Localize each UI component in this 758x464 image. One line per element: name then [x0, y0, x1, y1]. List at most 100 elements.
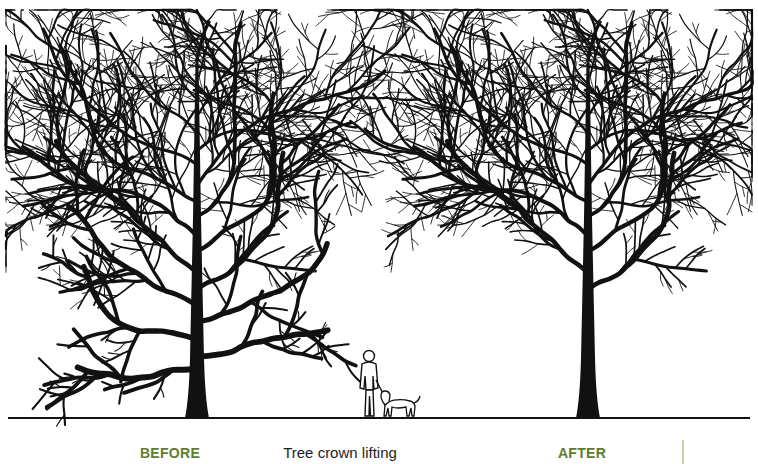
tree-branch: [130, 47, 151, 51]
tree-branch: [22, 160, 32, 186]
tree-branch: [624, 234, 627, 265]
tree-branch: [18, 36, 22, 47]
tree-branch: [452, 156, 467, 166]
tree-branch: [199, 33, 271, 113]
tree-branch: [18, 49, 27, 69]
tree-branch: [234, 121, 252, 122]
tree-branch: [635, 259, 707, 271]
tree-branch: [495, 129, 506, 130]
tree-branch: [266, 10, 272, 13]
tree-branch: [451, 46, 586, 201]
tree-branch: [645, 247, 675, 262]
tree-branch: [625, 121, 643, 122]
tree-branch: [199, 23, 216, 76]
tree-branch: [86, 156, 90, 172]
tree-branch: [384, 263, 392, 267]
tree-branch: [233, 234, 236, 265]
tree-branch: [316, 185, 337, 213]
tree-branch: [662, 210, 674, 212]
tree-branch: [48, 70, 54, 167]
tree-branch: [264, 10, 276, 41]
tree-branch: [6, 114, 24, 124]
tree-branch: [310, 76, 314, 89]
tree-branch: [39, 358, 66, 380]
tree-trunk: [185, 60, 209, 418]
tree-branch: [278, 184, 288, 200]
tree-branch: [414, 147, 586, 234]
tree-branch: [43, 29, 195, 163]
tree-branch: [121, 331, 140, 382]
tree-branch: [263, 166, 265, 187]
tree-branch: [37, 132, 43, 146]
tree-branch: [271, 210, 283, 212]
tree-branch: [107, 340, 135, 343]
tree-branch: [105, 88, 110, 99]
tree-branch: [336, 193, 346, 215]
tree-branch: [276, 72, 281, 80]
tree-branch: [104, 129, 115, 130]
tree-branch: [508, 182, 560, 189]
tree-branch: [98, 296, 100, 309]
tree-branch: [119, 385, 123, 404]
tree-branch: [199, 244, 327, 322]
tree-branch: [659, 143, 671, 155]
tree-branch: [672, 49, 680, 58]
tree-branch: [81, 70, 145, 89]
tree-branch: [409, 36, 413, 47]
tree-branch: [297, 47, 305, 59]
tree-branch: [104, 49, 108, 68]
tree-branch: [510, 230, 534, 231]
tree-branch: [14, 179, 59, 207]
tree-branch: [518, 230, 527, 241]
tree-branch: [171, 10, 176, 23]
tree-branch: [93, 292, 118, 296]
tree-branch: [403, 194, 411, 197]
tree-branch: [643, 75, 668, 95]
tree-branch: [140, 98, 149, 102]
tree-branch: [386, 198, 405, 200]
tree-branch: [379, 156, 421, 163]
tree-branch: [66, 154, 108, 157]
tree-branch: [325, 65, 349, 77]
tree-branch: [295, 249, 314, 269]
tree-branch: [40, 86, 73, 112]
tree-branch: [698, 147, 699, 155]
tree-branch: [239, 42, 241, 70]
tree-branch: [626, 236, 632, 244]
tree-branch: [6, 106, 51, 126]
tree-branch: [541, 215, 553, 226]
tree-branch: [78, 367, 195, 378]
tree-branch: [441, 216, 450, 219]
tree-branch: [307, 147, 308, 155]
tree-branch: [61, 156, 76, 166]
tree-branch: [714, 218, 717, 233]
tree-branch: [680, 174, 717, 176]
tree-branch: [289, 14, 319, 49]
tree-branch: [457, 154, 499, 157]
tree-branch: [277, 78, 316, 89]
tree-branch: [269, 90, 326, 134]
tree-branch: [91, 30, 104, 36]
tree-branch: [199, 123, 351, 149]
tree-branch: [531, 98, 540, 102]
tree-branch: [165, 78, 181, 94]
tree-branch: [29, 13, 44, 24]
tree-branch: [240, 10, 265, 22]
tree-branch: [327, 150, 360, 155]
tree-branch: [247, 176, 267, 181]
tree-branch: [411, 228, 413, 251]
tree-branch: [6, 69, 29, 101]
tree-branch: [351, 187, 353, 197]
tree-branch: [244, 154, 279, 157]
tree-branch: [66, 10, 78, 79]
tree-branch: [127, 230, 136, 241]
tree-branch: [630, 193, 675, 205]
tree-branch: [82, 53, 100, 75]
tree-branch: [36, 55, 42, 60]
tree-branch: [251, 302, 323, 338]
tree-branch: [263, 341, 322, 358]
tree-branch: [321, 80, 336, 135]
tree-branch: [87, 10, 93, 18]
tree-branch: [52, 235, 54, 257]
